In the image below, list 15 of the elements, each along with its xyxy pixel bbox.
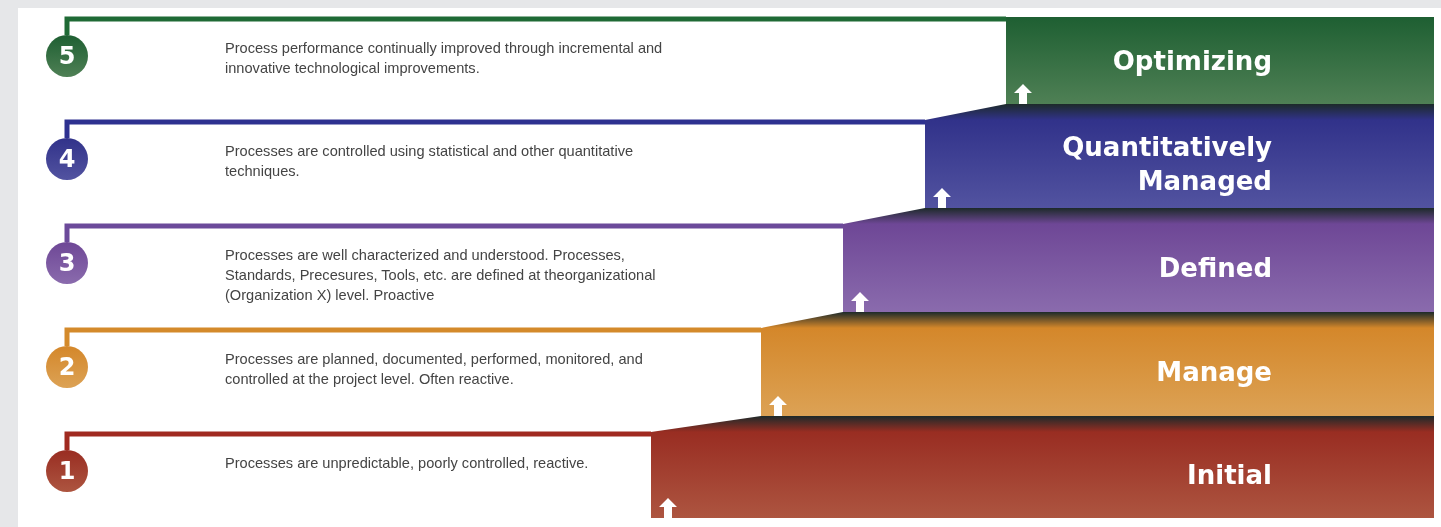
bracket-line: [64, 327, 761, 346]
bracket-line: [64, 223, 843, 242]
bracket-line: [64, 16, 1006, 35]
description-text: Processes are unpredictable, poorly controlled, reactive.: [225, 454, 590, 473]
level-name: Manage: [1155, 356, 1272, 389]
description-text: Processes are well characterized and understood. Processes, Standards, Precesures, Tools, etc. are defined at theorganizational (Organization X) level. Proactive: [225, 246, 657, 305]
description-text: Processes are controlled using statistical and other quantitative techniques.: [225, 142, 635, 181]
description-text: Process performance continually improved through incremental and innovative technological improvements.: [225, 39, 664, 78]
bracket-line: [64, 431, 651, 450]
description-text: Processes are planned, documented, performed, monitored, and controlled at the project level. Often reactive.: [225, 350, 644, 389]
level-name: Quantitatively Managed: [1061, 131, 1272, 198]
level-name: Defined: [1157, 252, 1272, 285]
bracket-line: [64, 119, 925, 138]
level-name: Initial: [1186, 459, 1272, 492]
level-name: Optimizing: [1111, 44, 1272, 78]
